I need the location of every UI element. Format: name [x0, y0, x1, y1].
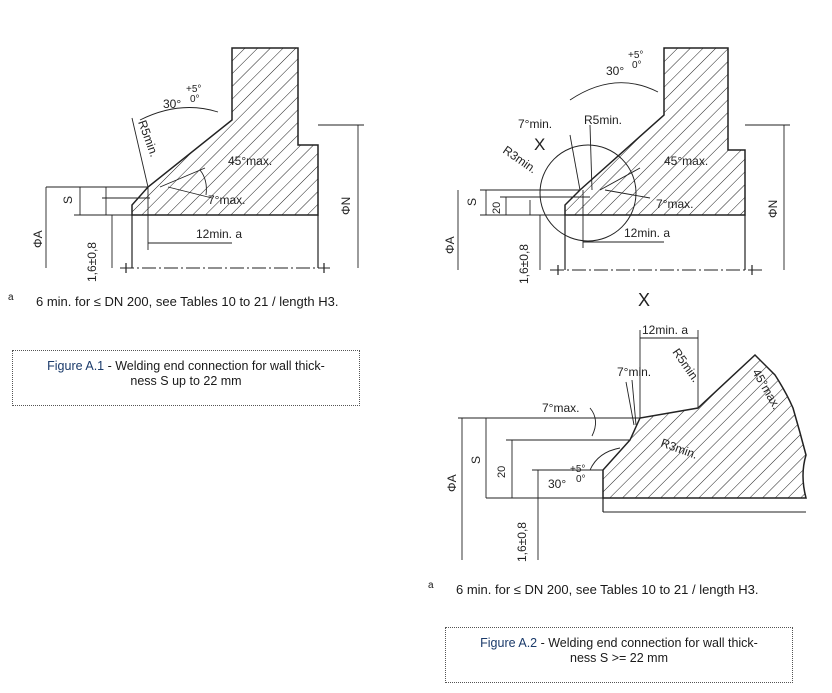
caption-label: Figure A.1: [47, 359, 105, 373]
detail-twelve: 12min. a: [642, 323, 688, 337]
fig2-tol-plus: +5°: [628, 50, 643, 61]
caption-text: - Welding end connection for wall thick-: [537, 636, 758, 650]
caption-line-2: ness S >= 22 mm: [570, 651, 668, 665]
figure-a1-caption: Figure A.1 - Welding end connection for …: [12, 350, 360, 406]
fig1-angle: 30°: [163, 97, 181, 111]
figure-a1-footnote: a 6 min. for ≤ DN 200, see Tables 10 to …: [8, 292, 368, 312]
fig1-a7: 7°max.: [208, 193, 245, 207]
fig2-twelve: 12min. a: [624, 226, 670, 240]
footnote-a-marker: a: [428, 580, 434, 591]
fig1-a45: 45°max.: [228, 154, 272, 168]
detail-phiA: ΦA: [445, 474, 459, 492]
figure-a2-caption: Figure A.2 - Welding end connection for …: [445, 627, 793, 683]
caption-line-1: Figure A.2 - Welding end connection for …: [452, 636, 786, 651]
detail-x-section: [602, 353, 807, 499]
detail-x-drawing: [458, 330, 807, 560]
detail-s: S: [469, 456, 483, 464]
detail-a7min: 7°min.: [617, 365, 651, 379]
fig1-tol-zero: 0°: [190, 94, 200, 105]
fig2-x: X: [534, 135, 545, 154]
figure-a2-drawing: [457, 47, 790, 275]
footnote-a-text: 6 min. for ≤ DN 200, see Tables 10 to 21…: [36, 294, 339, 309]
footnote-a-text: 6 min. for ≤ DN 200, see Tables 10 to 21…: [456, 582, 759, 597]
fig2-twenty: 20: [491, 202, 503, 214]
caption-line-1: Figure A.1 - Welding end connection for …: [19, 359, 353, 374]
fig2-s: S: [465, 198, 479, 206]
fig2-a7min: 7°min.: [518, 117, 552, 131]
fig1-phiN: ΦN: [339, 197, 353, 215]
detail-x-circle: [539, 144, 637, 242]
fig2-phiA: ΦA: [443, 236, 457, 254]
fig2-tol-zero: 0°: [632, 60, 642, 71]
figure-a1-section: [131, 47, 319, 216]
caption-label: Figure A.2: [480, 636, 538, 650]
fig2-phiN: ΦN: [766, 200, 780, 218]
figure-a1-drawing: [45, 47, 364, 273]
fig2-root: 1,6±0,8: [517, 244, 531, 284]
footnote-a-marker: a: [8, 292, 14, 303]
fig1-s: S: [61, 196, 75, 204]
caption-line-2: ness S up to 22 mm: [130, 374, 242, 388]
detail-angle: 30°: [548, 477, 566, 491]
detail-tol-plus: +5°: [570, 464, 585, 475]
fig2-a45: 45°max.: [664, 154, 708, 168]
fig2-r5: R5min.: [584, 113, 622, 127]
detail-tol-zero: 0°: [576, 474, 586, 485]
fig1-root: 1,6±0,8: [85, 242, 99, 282]
fig1-twelve: 12min. a: [196, 227, 242, 241]
caption-text: - Welding end connection for wall thick-: [104, 359, 325, 373]
fig2-angle: 30°: [606, 64, 624, 78]
fig1-phiA: ΦA: [31, 230, 45, 248]
fig2-a7: 7°max.: [656, 197, 693, 211]
fig1-r5: R5min.: [135, 118, 161, 159]
fig1-tol-plus: +5°: [186, 84, 201, 95]
detail-root: 1,6±0,8: [515, 522, 529, 562]
detail-title: X: [638, 290, 650, 310]
detail-a7max: 7°max.: [542, 401, 579, 415]
figure-a2-section: [564, 47, 746, 216]
detail-twenty: 20: [496, 466, 508, 478]
figure-a2-footnote: a 6 min. for ≤ DN 200, see Tables 10 to …: [428, 580, 818, 600]
